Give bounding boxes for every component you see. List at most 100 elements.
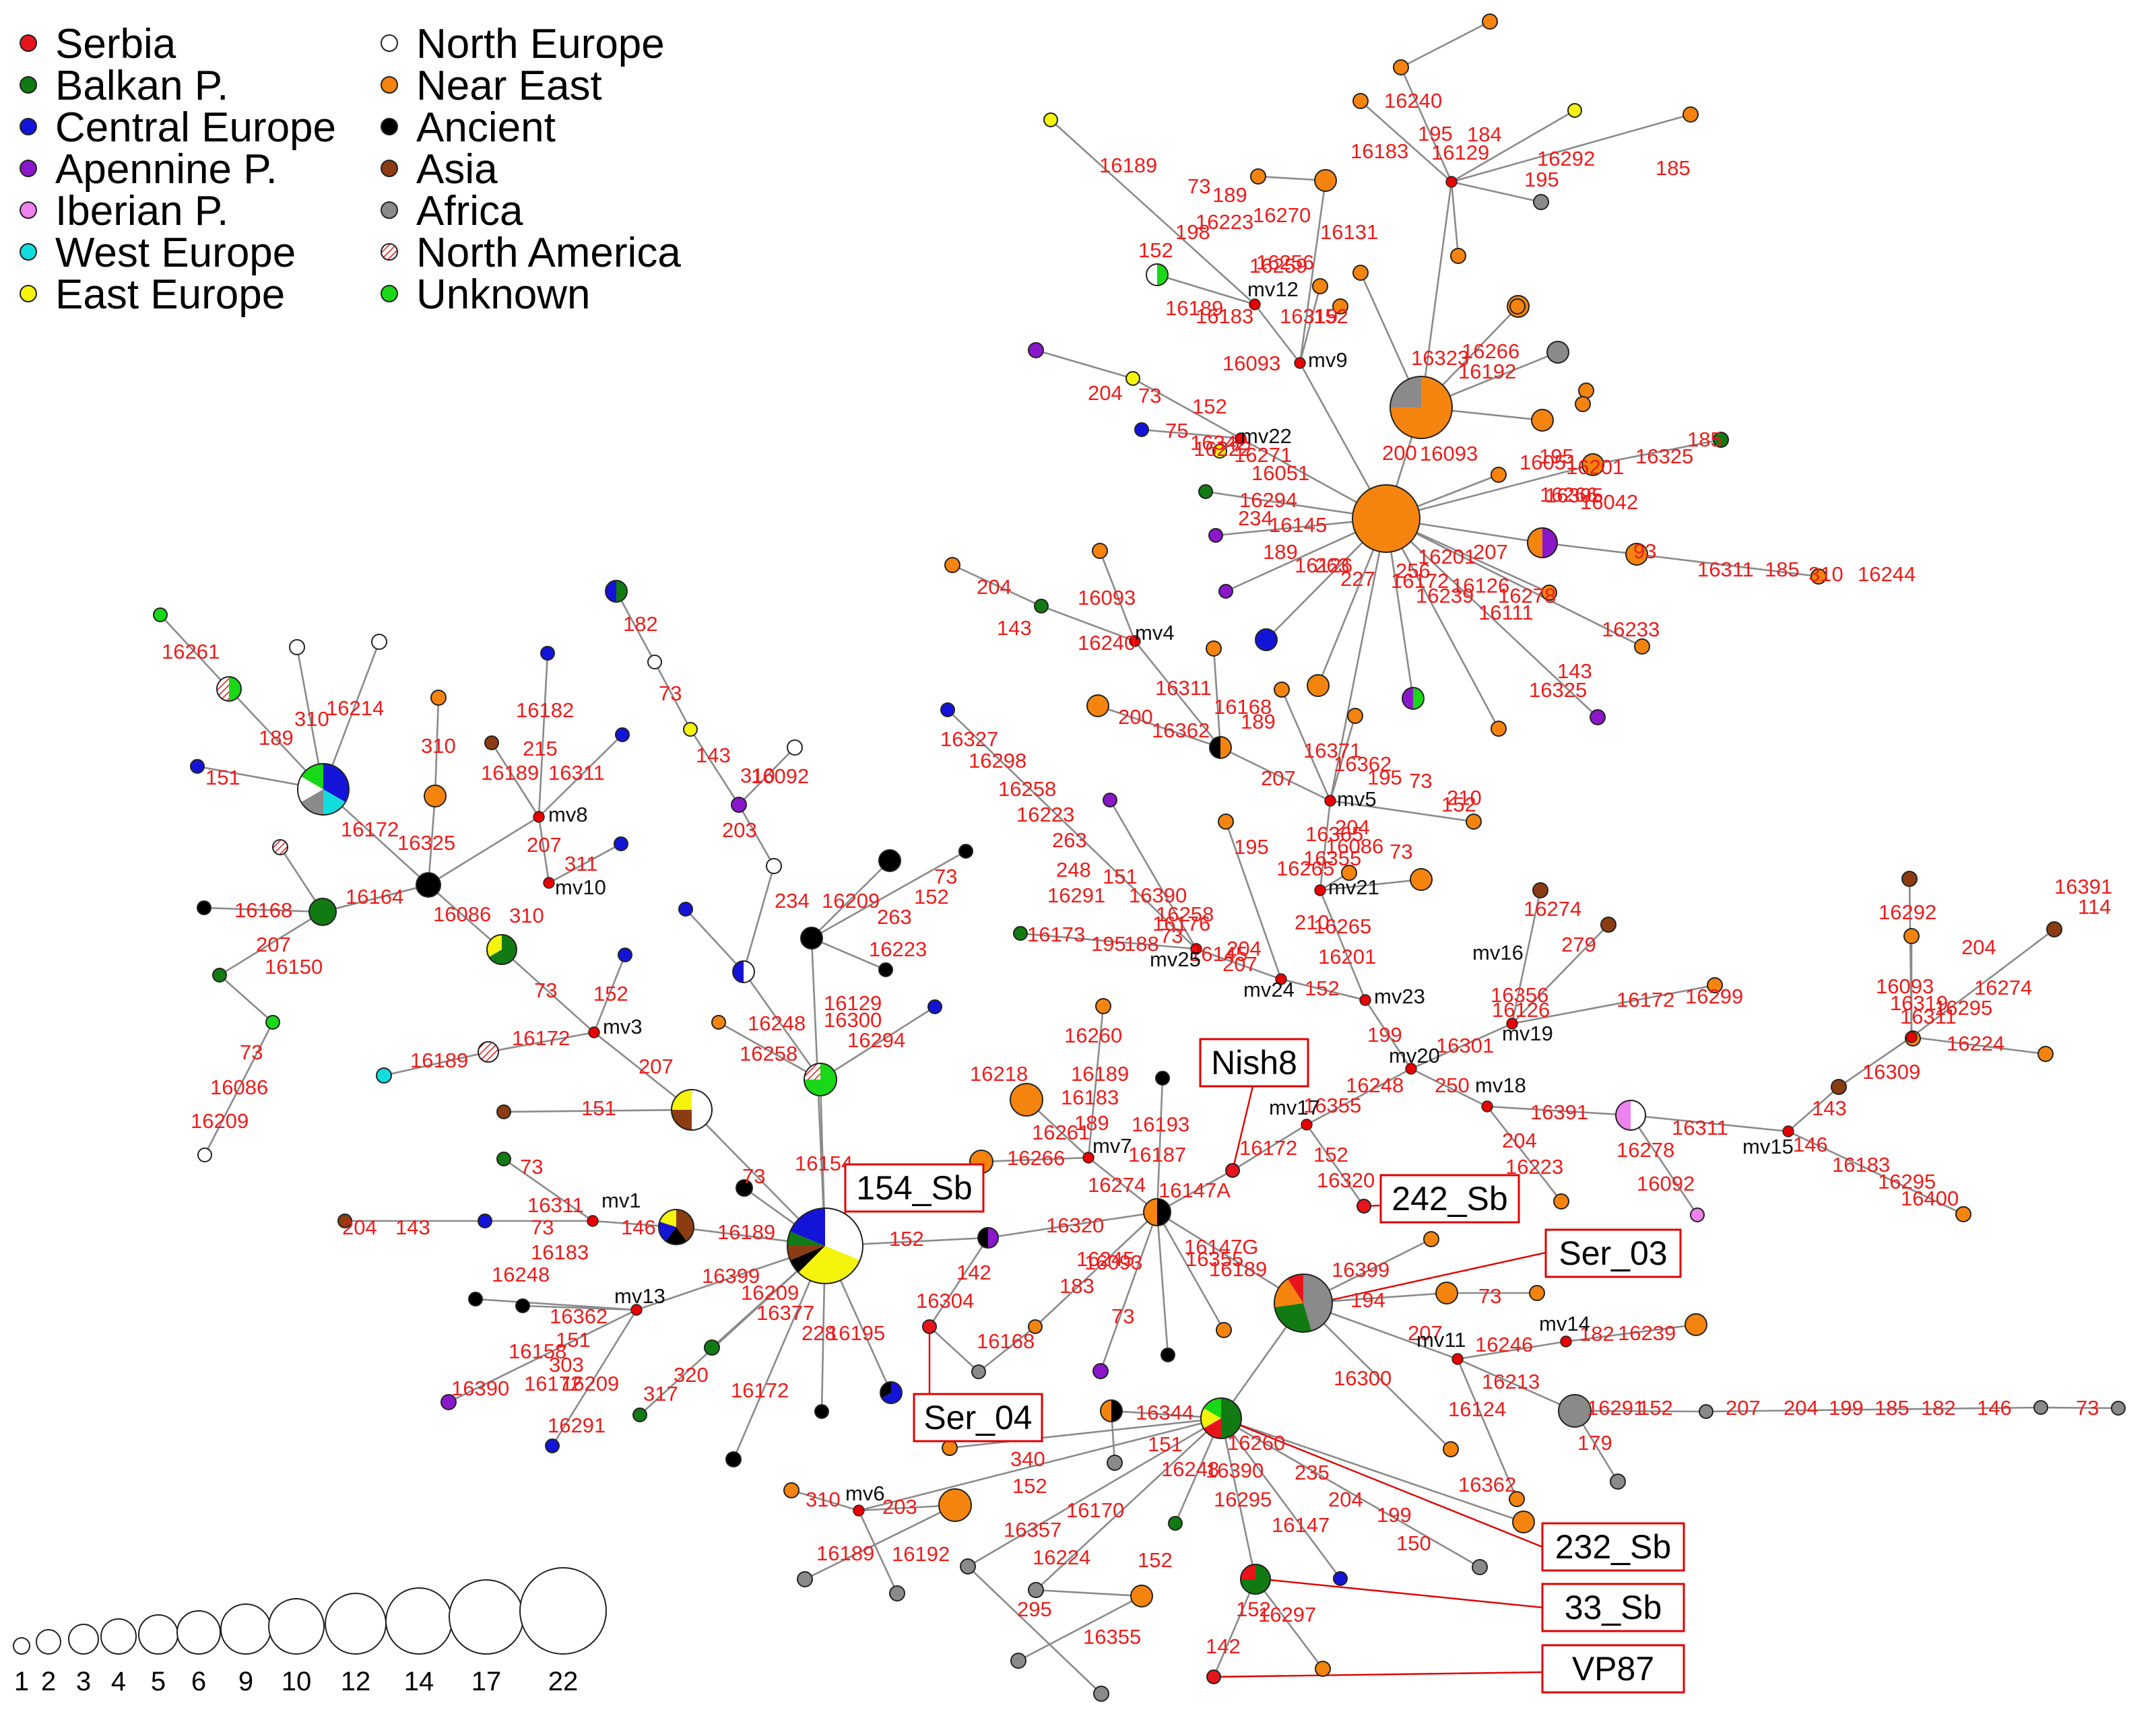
haplotype-node[interactable] [153,607,168,622]
haplotype-node[interactable] [1450,248,1466,264]
haplotype-node[interactable] [787,739,803,756]
haplotype-node[interactable] [766,858,782,874]
haplotype-node[interactable] [1532,882,1548,898]
haplotype-node[interactable] [486,934,517,965]
haplotype-node[interactable] [658,1209,694,1245]
haplotype-node[interactable] [704,1339,720,1356]
haplotype-node[interactable] [1010,1653,1026,1669]
haplotype-node[interactable] [212,968,227,983]
haplotype-node[interactable] [1010,1083,1043,1117]
haplotype-node[interactable] [878,849,901,872]
haplotype-node[interactable] [1600,917,1616,933]
haplotype-node[interactable] [1100,1399,1123,1422]
haplotype-node[interactable] [1200,1397,1242,1439]
haplotype-node[interactable] [1143,1198,1171,1226]
haplotype-node[interactable] [216,676,242,702]
haplotype-node[interactable] [1103,793,1117,807]
haplotype-node[interactable] [797,1571,813,1587]
haplotype-node[interactable] [1472,1559,1488,1575]
haplotype-node[interactable] [1531,409,1554,432]
haplotype-node[interactable] [960,1558,976,1575]
haplotype-node[interactable] [1533,194,1549,210]
haplotype-node[interactable] [1553,1193,1569,1210]
haplotype-node[interactable] [1347,708,1363,724]
haplotype-node[interactable] [1707,977,1723,993]
haplotype-node[interactable] [731,797,747,813]
haplotype-node[interactable] [197,1148,212,1162]
haplotype-node[interactable] [1218,814,1234,830]
haplotype-node[interactable] [880,1381,903,1404]
haplotype-node[interactable] [683,722,698,737]
haplotype-node[interactable] [1333,1571,1348,1586]
haplotype-node[interactable] [618,948,632,962]
haplotype-node[interactable] [1130,1585,1153,1608]
haplotype-node[interactable] [190,759,205,774]
haplotype-node[interactable] [1685,1313,1707,1336]
haplotype-node[interactable] [787,1207,863,1284]
haplotype-node[interactable] [605,580,628,603]
haplotype-node[interactable] [1423,1231,1439,1247]
haplotype-node[interactable] [1402,687,1425,710]
haplotype-node[interactable] [615,727,630,742]
haplotype-node[interactable] [632,1408,647,1422]
haplotype-node[interactable] [1482,13,1498,30]
haplotype-node[interactable] [1332,298,1348,314]
haplotype-node[interactable] [732,960,755,983]
haplotype-node[interactable] [1713,432,1729,448]
haplotype-node[interactable] [416,872,441,898]
haplotype-node[interactable] [1155,1071,1170,1086]
haplotype-node[interactable] [1240,1564,1271,1595]
haplotype-node[interactable] [944,557,960,573]
haplotype-node[interactable] [711,1015,726,1030]
haplotype-node[interactable] [371,634,387,650]
haplotype-node[interactable] [2033,1400,2048,1415]
haplotype-node[interactable] [1541,585,1557,601]
haplotype-node[interactable] [927,999,942,1014]
haplotype-node[interactable] [1218,584,1233,599]
haplotype-node[interactable] [496,1104,511,1119]
haplotype-node[interactable] [1581,453,1604,476]
haplotype-node[interactable] [1028,1319,1043,1334]
haplotype-node[interactable] [1491,721,1507,737]
haplotype-node[interactable] [545,1438,560,1453]
haplotype-node[interactable] [1341,865,1357,881]
haplotype-node[interactable] [1013,926,1028,941]
haplotype-node[interactable] [1307,674,1330,697]
haplotype-node[interactable] [971,1364,986,1379]
haplotype-node[interactable] [1491,467,1507,483]
haplotype-node[interactable] [289,639,305,655]
sample-callout[interactable]: Nish8 [1199,1038,1309,1088]
haplotype-node[interactable] [942,1440,958,1456]
haplotype-node[interactable] [1527,527,1558,558]
haplotype-node[interactable] [484,735,499,750]
haplotype-node[interactable] [1225,1163,1240,1178]
haplotype-node[interactable] [800,927,823,950]
haplotype-node[interactable] [1509,1491,1525,1507]
haplotype-node[interactable] [940,702,955,717]
haplotype-node[interactable] [1212,444,1227,459]
haplotype-node[interactable] [1390,376,1453,439]
haplotype-node[interactable] [1125,371,1140,386]
haplotype-node[interactable] [783,1482,799,1498]
haplotype-node[interactable] [1043,112,1058,127]
haplotype-node[interactable] [1161,1348,1175,1362]
haplotype-node[interactable] [496,1152,511,1166]
haplotype-node[interactable] [1393,59,1409,75]
haplotype-node[interactable] [440,1394,457,1410]
sample-callout[interactable]: 232_Sb [1541,1522,1685,1572]
haplotype-node[interactable] [1028,342,1044,358]
haplotype-node[interactable] [1198,484,1213,499]
haplotype-node[interactable] [337,1214,352,1228]
haplotype-node[interactable] [1250,168,1266,185]
haplotype-node[interactable] [1567,103,1582,118]
haplotype-node[interactable] [1578,383,1594,399]
haplotype-node[interactable] [265,1015,280,1030]
haplotype-node[interactable] [1615,1100,1646,1131]
haplotype-node[interactable] [424,785,447,807]
haplotype-node[interactable] [1028,1582,1044,1598]
haplotype-node[interactable] [878,962,893,977]
haplotype-node[interactable] [1512,1511,1535,1533]
haplotype-node[interactable] [1209,736,1232,759]
haplotype-node[interactable] [725,1451,742,1467]
haplotype-node[interactable] [1312,278,1328,294]
